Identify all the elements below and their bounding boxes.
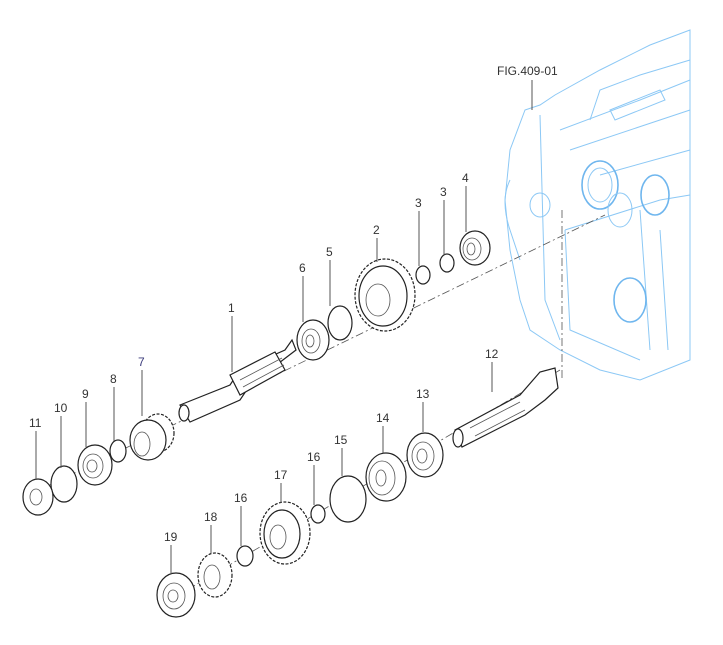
part-11-seal bbox=[22, 478, 54, 516]
part-10-circlip bbox=[50, 465, 78, 503]
callout-19: 19 bbox=[164, 530, 178, 544]
callout-13: 13 bbox=[416, 387, 430, 401]
transmission-housing bbox=[504, 29, 691, 381]
part-1-shaft bbox=[178, 338, 297, 423]
part-16-snap-ring bbox=[310, 504, 326, 524]
callout-3: 3 bbox=[415, 196, 422, 210]
callout-1: 1 bbox=[228, 301, 235, 315]
callout-9: 9 bbox=[82, 387, 89, 401]
part-13-bearing bbox=[406, 432, 444, 478]
part-2-gear bbox=[354, 258, 416, 332]
part-3-snap-ring bbox=[439, 253, 455, 273]
callout-8: 8 bbox=[110, 372, 117, 386]
callout-12: 12 bbox=[485, 347, 499, 361]
callout-15: 15 bbox=[334, 433, 348, 447]
callout-14: 14 bbox=[376, 411, 390, 425]
part-18-gear bbox=[197, 552, 233, 598]
part-15-shim bbox=[329, 475, 367, 523]
part-4-bearing bbox=[459, 230, 491, 266]
part-19-bearing bbox=[156, 572, 196, 618]
callout-18: 18 bbox=[204, 510, 218, 524]
callout-17: 17 bbox=[274, 468, 288, 482]
callout-7: 7 bbox=[138, 355, 145, 369]
callout-11: 11 bbox=[29, 416, 42, 430]
part-9-bearing bbox=[77, 444, 113, 486]
part-12-pinion-shaft bbox=[452, 367, 559, 448]
callout-5: 5 bbox=[326, 245, 333, 259]
part-8-snap-ring bbox=[109, 439, 127, 463]
callout-2: 2 bbox=[373, 223, 380, 237]
callout-6: 6 bbox=[299, 261, 306, 275]
part-16-snap-ring bbox=[236, 545, 254, 567]
part-14-bearing bbox=[365, 452, 407, 502]
callout-10: 10 bbox=[54, 401, 68, 415]
part-5-circlip bbox=[327, 305, 353, 341]
callout-16: 16 bbox=[307, 450, 321, 464]
part-3-snap-ring bbox=[415, 265, 431, 285]
part-6-bearing bbox=[296, 319, 330, 361]
lower-shaft-axis bbox=[169, 369, 561, 601]
part-17-gear bbox=[259, 501, 311, 565]
callout-16: 16 bbox=[234, 491, 248, 505]
callout-3: 3 bbox=[440, 185, 447, 199]
callout-4: 4 bbox=[462, 171, 469, 185]
leader-lines bbox=[35, 80, 533, 574]
part-7-hub bbox=[129, 413, 175, 461]
figure-reference-label: FIG.409-01 bbox=[497, 64, 558, 78]
